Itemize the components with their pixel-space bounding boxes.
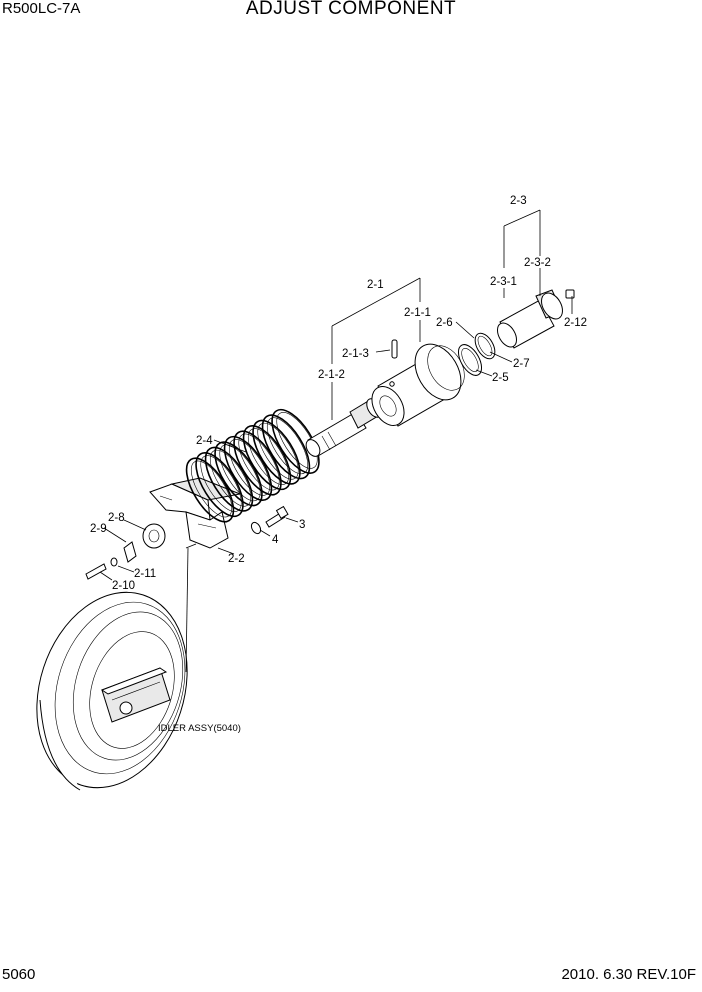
spring-coil-inner [219,444,261,502]
callout-labels: 2-3 2-3-2 2-3-1 2-12 2-1 2-1-1 2-6 2-7 2… [90,195,587,734]
spring-coil-inner [200,455,242,512]
callout-2-1-2: 2-1-2 [318,369,345,381]
callout-2-6: 2-6 [436,317,453,329]
recoil-spring [185,408,320,523]
callout-2-7: 2-7 [513,358,530,370]
yoke-bracket [149,477,242,549]
spring-coil-inner [257,422,299,480]
callout-2-1-1: 2-1-1 [404,307,431,319]
cylinder [371,343,465,427]
revision-date: 2010. 6.30 REV.10F [561,966,696,983]
callout-2-3: 2-3 [510,195,527,207]
washer-2-11 [110,557,118,567]
leader-lines [99,209,573,581]
spring-coil-inner [209,449,252,507]
spring-coil-inner [228,439,271,496]
washer-4 [250,521,262,535]
lock-plate [123,541,137,563]
callout-2-11: 2-11 [134,568,156,580]
callout-2-1-3: 2-1-3 [342,348,369,360]
pin [391,339,398,359]
callout-2-5: 2-5 [492,372,509,384]
callout-2-2: 2-2 [228,553,245,565]
callout-2-3-1: 2-3-1 [490,276,517,288]
page-number: 5060 [2,966,36,983]
piston-rod [305,398,382,457]
callout-2-1: 2-1 [367,279,384,291]
callout-3: 3 [299,519,305,531]
page-title: ADJUST COMPONENT [245,0,457,19]
spring-coil [252,419,301,485]
callout-idler-assy: IDLER ASSY(5040) [158,723,241,734]
callout-4: 4 [272,534,279,546]
spring-coil-inner [247,428,290,485]
spring-coil [261,414,311,480]
callout-2-9: 2-9 [90,523,107,535]
spring-coil-inner [266,417,309,475]
bolt-3 [265,505,289,528]
idler-wheel [36,591,188,791]
callout-2-12: 2-12 [564,317,587,329]
spring-coil-inner [190,460,233,518]
model-code: R500LC-7A [2,0,81,17]
bolt-2-10 [85,563,107,580]
grease-valve-assembly [497,289,575,349]
spring-coil-inner [276,412,318,469]
callout-2-10: 2-10 [112,580,135,592]
spring-coil [271,408,320,474]
spring-coil-inner [238,433,280,491]
callout-2-4: 2-4 [196,435,213,447]
nut [142,523,166,549]
idler-leader-line [185,547,189,673]
callout-2-3-2: 2-3-2 [524,257,551,269]
callout-2-8: 2-8 [108,512,125,524]
